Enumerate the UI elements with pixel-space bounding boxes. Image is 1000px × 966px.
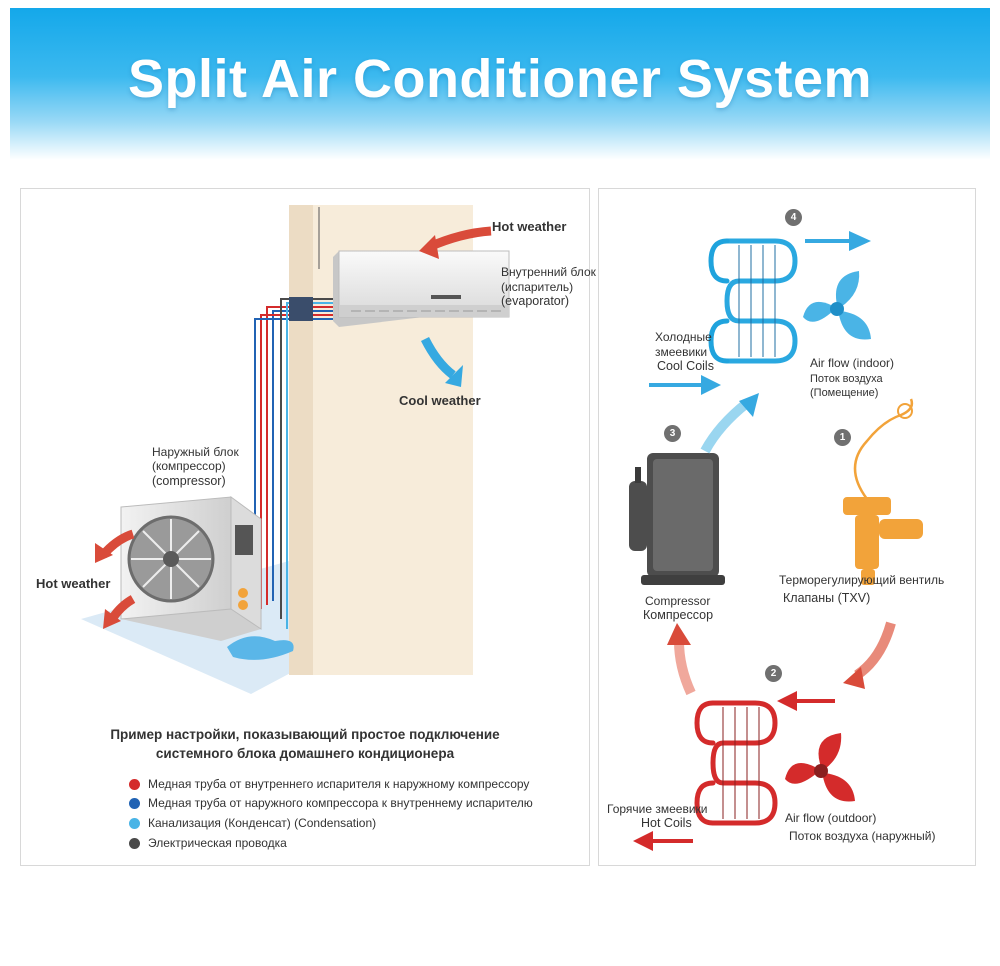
hot-coils-label-ru: Горячие змеевики: [607, 802, 708, 816]
airflow-indoor-label-ru2: (Помещение): [810, 387, 879, 399]
outdoor-unit-label-ru: Наружный блок: [152, 445, 239, 459]
cool-air-arrow: [420, 336, 463, 387]
hot-weather-label-left: Hot weather: [36, 576, 111, 591]
outdoor-fan: [785, 733, 855, 802]
header-banner: Split Air Conditioner System: [10, 8, 990, 160]
compressor-unit: [629, 453, 725, 585]
arrow-compressor-to-cool: [700, 393, 759, 454]
legend-blue-dot: [129, 797, 140, 809]
legend-item-red-pipe: Медная труба от внутреннего испарителя к…: [129, 775, 529, 793]
pipe-grommet: [289, 297, 313, 321]
airflow-indoor-label-en: Air flow (indoor): [810, 356, 895, 370]
legend-text: Медная труба от внутреннего испарителя к…: [148, 777, 530, 791]
arrow-out-hot: [633, 831, 693, 851]
arrow-txv-to-hot: [843, 621, 896, 689]
cool-coils-label-ru: Холодные: [655, 330, 712, 344]
cool-weather-label: Cool weather: [399, 393, 481, 408]
indoor-fan: [803, 271, 871, 340]
step-2-badge: 2: [765, 665, 782, 682]
hot-coils-label-en: Hot Coils: [641, 816, 692, 830]
cool-coils-label-ru2: змеевики: [655, 345, 708, 359]
installation-diagram-panel: Hot weather Внутренний блок (испаритель)…: [20, 188, 596, 866]
legend-text: Электрическая проводка: [148, 836, 287, 850]
step-3-badge: 3: [664, 425, 681, 442]
txv-label-ru: Терморегулирующий вентиль: [779, 573, 945, 587]
legend-item-wiring: Электрическая проводка: [129, 834, 287, 852]
legend-lightblue-dot: [129, 817, 140, 829]
cool-coils: [708, 238, 798, 364]
refrigeration-cycle-panel: 4 1 3 2 Холодные змеевики Cool Coils Air…: [598, 188, 976, 866]
hot-coils: [694, 700, 778, 826]
page-title: Split Air Conditioner System: [127, 49, 873, 109]
outdoor-unit-label-ru2: (компрессор): [152, 459, 226, 473]
outdoor-ac-unit: [120, 496, 262, 641]
pipes: [254, 298, 333, 629]
cool-coils-label-en: Cool Coils: [657, 359, 714, 373]
legend-text: Канализация (Конденсат) (Condensation): [148, 816, 377, 830]
legend-red-dot: [129, 778, 140, 790]
hot-weather-label-top: Hot weather: [492, 219, 567, 234]
arrow-hot-to-compressor: [667, 623, 696, 696]
txv-label-en: Клапаны (TXV): [783, 591, 871, 605]
airflow-outdoor-label-en: Air flow (outdoor): [785, 811, 877, 825]
cool-coils-inner: [738, 245, 776, 357]
compressor-label-ru: Компрессор: [643, 608, 714, 622]
arrow-into-hot-coils: [777, 691, 835, 711]
outdoor-unit-label-en: (compressor): [152, 474, 226, 488]
compressor-label-en: Compressor: [645, 594, 711, 608]
legend-item-blue-pipe: Медная труба от наружного компрессора к …: [129, 794, 533, 812]
airflow-outdoor-label-ru: Поток воздуха (наружный): [789, 829, 936, 843]
legend-gray-dot: [129, 837, 140, 849]
hot-coils-inner: [722, 707, 760, 819]
caption-line-2: системного блока домашнего кондиционера: [155, 746, 455, 761]
arrow-out-cool: [805, 231, 871, 251]
refrigeration-cycle-illustration: [629, 231, 923, 851]
wall-side: [289, 205, 313, 675]
caption-line-1: Пример настройки, показывающий простое п…: [110, 727, 500, 742]
hot-air-arrow-top: [419, 226, 492, 259]
indoor-unit-label-ru2: (испаритель): [501, 280, 574, 294]
step-4-badge: 4: [785, 209, 802, 226]
condensation-puddle: [227, 636, 294, 660]
indoor-ac-unit: [333, 250, 510, 327]
indoor-unit-label-en: (evaporator): [501, 294, 570, 308]
legend-item-condensation: Канализация (Конденсат) (Condensation): [129, 814, 376, 832]
installation-illustration: [81, 205, 510, 694]
arrow-into-cool-coils: [649, 375, 721, 395]
hot-air-arrow-left: [95, 529, 136, 629]
indoor-unit-label-ru: Внутренний блок: [501, 265, 596, 279]
legend-text: Медная труба от наружного компрессора к …: [148, 796, 533, 810]
txv-valve: [843, 398, 923, 585]
airflow-indoor-label-ru: Поток воздуха: [810, 373, 883, 385]
step-1-badge: 1: [834, 429, 851, 446]
